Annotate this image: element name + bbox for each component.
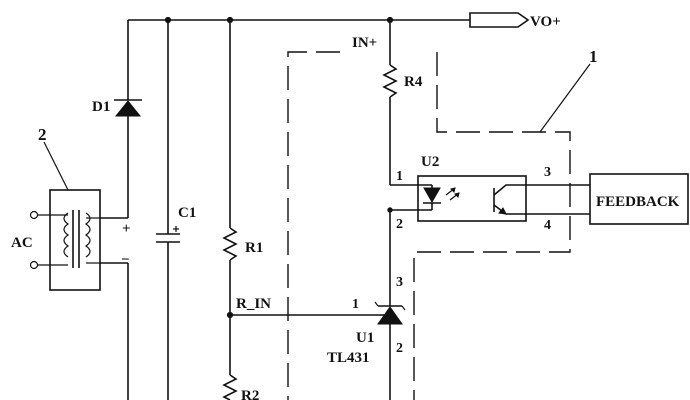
vo-plus-terminal bbox=[469, 12, 530, 28]
feedback-label: FEEDBACK bbox=[596, 194, 680, 210]
u1-pin-1: 1 bbox=[352, 297, 359, 312]
callout-1-leader bbox=[539, 63, 591, 133]
u2-label: U2 bbox=[421, 154, 439, 170]
r-in-label: R_IN bbox=[236, 296, 271, 312]
resistor-r1-r2-divider bbox=[222, 20, 238, 400]
u1-pin-2: 2 bbox=[396, 341, 403, 356]
ac-label: AC bbox=[11, 235, 33, 251]
diode-d1 bbox=[100, 20, 142, 400]
minus-label: − bbox=[121, 252, 130, 268]
feedback-wires bbox=[526, 184, 590, 215]
capacitor-c1 bbox=[156, 20, 180, 400]
plus-label: + bbox=[122, 221, 131, 237]
u2-pin-2: 2 bbox=[396, 217, 403, 232]
r4-label: R4 bbox=[404, 74, 423, 90]
transformer bbox=[29, 189, 101, 291]
callout-1-label: 1 bbox=[589, 47, 598, 66]
callout-2-leader bbox=[43, 141, 69, 191]
r1-label: R1 bbox=[245, 240, 263, 256]
u1-pin-3: 3 bbox=[396, 275, 403, 290]
vo-plus-label: VO+ bbox=[530, 14, 561, 30]
u1-label: U1 bbox=[356, 330, 374, 346]
in-plus-label: IN+ bbox=[352, 35, 377, 51]
tl431-label: TL431 bbox=[327, 350, 370, 366]
u2-pin-3: 3 bbox=[544, 165, 551, 180]
feedback-block bbox=[589, 173, 689, 225]
optocoupler-u2 bbox=[390, 175, 527, 222]
u2-pin-4: 4 bbox=[544, 218, 551, 233]
shunt-regulator-u1 bbox=[374, 210, 406, 400]
block-1-outline bbox=[287, 51, 571, 400]
d1-label: D1 bbox=[92, 99, 110, 115]
junction-dots bbox=[164, 16, 394, 319]
u2-pin-1: 1 bbox=[396, 169, 403, 184]
resistor-r4 bbox=[382, 20, 398, 185]
callout-2-label: 2 bbox=[38, 125, 47, 144]
c1-label: C1 bbox=[178, 205, 196, 221]
r2-label: R2 bbox=[241, 388, 259, 400]
